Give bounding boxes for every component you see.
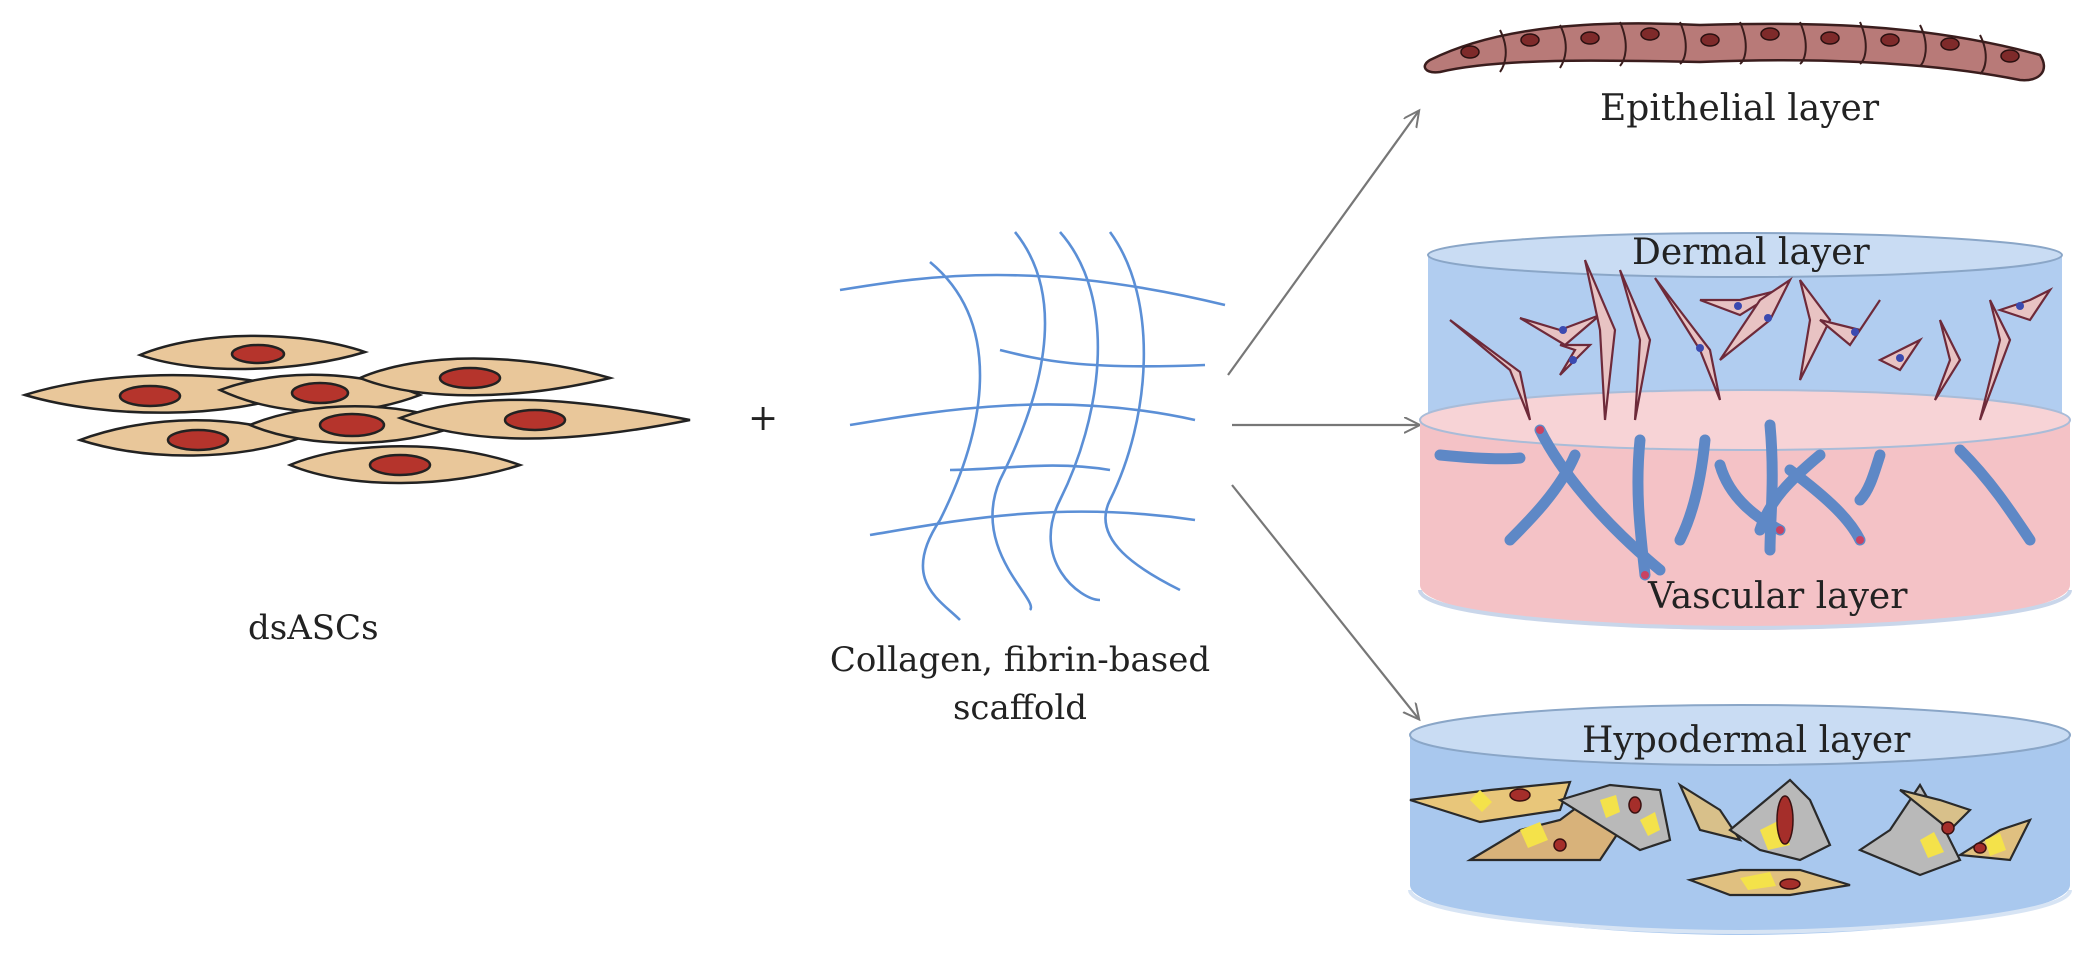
dermal-layer-label: Dermal layer <box>1632 232 1870 273</box>
vascular-layer-label: Vascular layer <box>1648 576 1908 617</box>
scaffold-fiber <box>869 510 1196 537</box>
scaffold-fiber <box>999 348 1206 368</box>
scaffold-fiber <box>1104 231 1181 592</box>
arrow-to-hypodermal <box>1231 484 1418 718</box>
scaffold-label: Collagen, fibrin-based scaffold <box>829 640 1211 728</box>
scaffold-fiber <box>849 403 1196 427</box>
stem-cell <box>396 398 691 440</box>
dsascs-cell-cluster <box>20 334 691 485</box>
vascular-tubes <box>1434 419 2036 581</box>
scaffold-fiber <box>1049 231 1101 602</box>
collagen-fibrin-scaffold <box>839 231 1226 621</box>
dermal-fibroblasts <box>1449 259 2054 421</box>
scaffold-fiber <box>991 231 1047 611</box>
stem-cell <box>286 445 524 485</box>
scaffold-fiber <box>839 273 1226 307</box>
epithelial-layer-label: Epithelial layer <box>1600 88 1880 129</box>
epithelial-layer <box>1423 21 2046 82</box>
scaffold-fiber <box>921 260 982 621</box>
arrow-to-epithelial <box>1227 112 1418 376</box>
hypodermal-dish <box>1408 704 2072 935</box>
scaffold-fiber <box>949 464 1111 472</box>
dermal-vascular-dish <box>1418 232 2072 631</box>
plus-sign: + <box>748 398 779 439</box>
stem-cell <box>136 334 370 371</box>
dsascs-label: dsASCs <box>248 608 379 648</box>
arrows <box>1227 112 1418 718</box>
stem-cell <box>356 357 615 397</box>
stem-cell <box>216 373 424 413</box>
hypodermal-layer-label: Hypodermal layer <box>1582 720 1911 761</box>
